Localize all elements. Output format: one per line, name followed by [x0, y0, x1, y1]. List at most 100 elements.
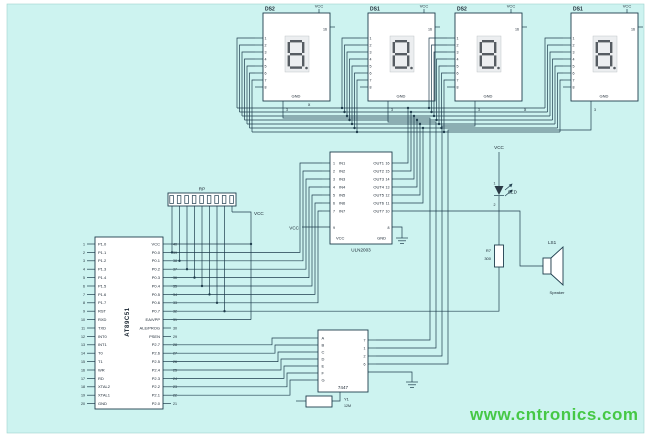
segment-wire — [438, 65, 447, 124]
display-pin-number: 16 — [323, 28, 327, 32]
led-ref: LED — [508, 190, 518, 195]
mcu-pin-name: GND — [98, 401, 107, 406]
speaker-wire — [400, 210, 543, 267]
segment-wire — [547, 44, 563, 112]
mcu-pin-name: P1.7 — [98, 300, 107, 305]
uln-pin-number: 15 — [386, 169, 390, 173]
mcu-body — [94, 236, 164, 410]
segment-wire — [433, 51, 447, 116]
segment-wire — [239, 44, 255, 112]
segment-wire — [346, 51, 360, 116]
mcu-pin-number: 25 — [173, 368, 177, 372]
segment-drive-wire — [400, 112, 412, 172]
digit-segment — [610, 42, 613, 53]
junction-dot — [185, 268, 189, 271]
mcu-pin-number: 36 — [173, 276, 177, 280]
mcu-pin-name: XTAL2 — [98, 384, 111, 389]
mcu-pin-number: 14 — [81, 352, 85, 356]
junction-dot — [170, 251, 174, 254]
display-pin-number: 3 — [457, 50, 459, 54]
mcu-pin-number: 16 — [81, 368, 85, 372]
display-pin-number: 8 — [573, 85, 575, 89]
led-symbol — [494, 186, 504, 195]
decimal-point — [613, 66, 616, 70]
segment-wire — [341, 37, 360, 108]
mcu-pin-number: 29 — [173, 335, 177, 339]
mcu-pin-number: 21 — [173, 402, 177, 406]
segment-wire — [559, 79, 563, 132]
mcu-pin-number: 12 — [81, 335, 85, 339]
segment-wire — [557, 72, 563, 128]
mcu-pin-name: PSEN — [149, 334, 160, 339]
digit-segment — [287, 55, 290, 67]
digit-select-wire — [376, 101, 476, 357]
resistor-element — [176, 195, 182, 204]
uln-pin-name: OUT5 — [373, 192, 384, 197]
decoder-pin-name: A — [322, 336, 325, 341]
junction-dot — [215, 301, 219, 304]
segment-wire — [349, 58, 360, 120]
display-pin-number: 16 — [631, 28, 635, 32]
display-pin-number: 4 — [573, 57, 575, 61]
display-pin-number: 3 — [265, 50, 267, 54]
x-mark: x — [524, 107, 527, 112]
segment-wire — [241, 51, 255, 116]
uln-pin-number: 7 — [333, 209, 335, 213]
decoder-pin-number: 7 — [364, 339, 366, 343]
gnd-wire — [392, 226, 403, 238]
mcu-pin-number: 11 — [81, 326, 85, 330]
mcu-pin-name: P2.7 — [152, 342, 161, 347]
display-ref: DS2 — [265, 7, 275, 13]
digit-segment — [392, 42, 395, 53]
decoder-pin-number: 6 — [364, 363, 366, 367]
vcc-label: VCC — [289, 226, 299, 231]
digit-select-wire — [282, 101, 431, 341]
mcu-pin-name: WR — [98, 367, 105, 372]
mcu-pin-name: VCC — [152, 241, 161, 246]
junction-dot — [200, 284, 204, 288]
vcc-label: VCC — [507, 4, 516, 9]
p2-wire — [171, 351, 310, 362]
p0-wire — [171, 210, 322, 304]
vcc-label: VCC — [494, 145, 504, 150]
display-pin-number: 7 — [370, 78, 372, 82]
uln-pin-name: IN7 — [339, 208, 346, 213]
digit-select-wire — [376, 101, 437, 349]
led-pin-number: 1 — [494, 182, 496, 186]
display-pin-number: 6 — [265, 71, 267, 75]
speaker-body — [542, 257, 552, 275]
decoder-pin-number: 2 — [364, 355, 366, 359]
uln-pin-number: 12 — [386, 193, 390, 197]
decimal-point — [305, 66, 308, 70]
p2-wire — [171, 365, 310, 379]
digit-segment — [494, 55, 497, 67]
digit-segment — [407, 42, 410, 53]
uln-pin-name: GND — [377, 236, 386, 241]
display-pin-number: 1 — [370, 36, 372, 40]
segment-wire — [549, 51, 563, 116]
display-pin-number: 6 — [457, 71, 459, 75]
mcu-pin-number: 30 — [173, 326, 177, 330]
display-pin-number: 3 — [594, 108, 596, 112]
digit-segment — [479, 55, 482, 67]
display-pin-number: 2 — [265, 43, 267, 47]
display-ref: DS1 — [573, 7, 583, 13]
uln-pin-name: OUT6 — [373, 200, 384, 205]
mcu-pin-name: P1.3 — [98, 267, 107, 272]
segment-wire — [354, 72, 360, 128]
segment-wire — [554, 65, 563, 124]
display-pin-number: 4 — [370, 57, 372, 61]
mcu-pin-number: 3 — [83, 259, 85, 263]
gnd-label: GND — [292, 94, 301, 99]
mcu-pin-name: P1.2 — [98, 258, 107, 263]
junction-dot — [418, 122, 422, 126]
segment-wire — [544, 37, 563, 108]
display-pin-number: 7 — [457, 78, 459, 82]
segment-wire — [344, 44, 360, 112]
mcu-pin-number: 26 — [173, 360, 177, 364]
mcu-pin-number: 28 — [173, 343, 177, 347]
mcu-pin-name: TXD — [98, 325, 106, 330]
display-pin-number: 16 — [515, 28, 519, 32]
mcu-pin-name: P1.5 — [98, 283, 107, 288]
vcc-label: VCC — [315, 4, 324, 9]
